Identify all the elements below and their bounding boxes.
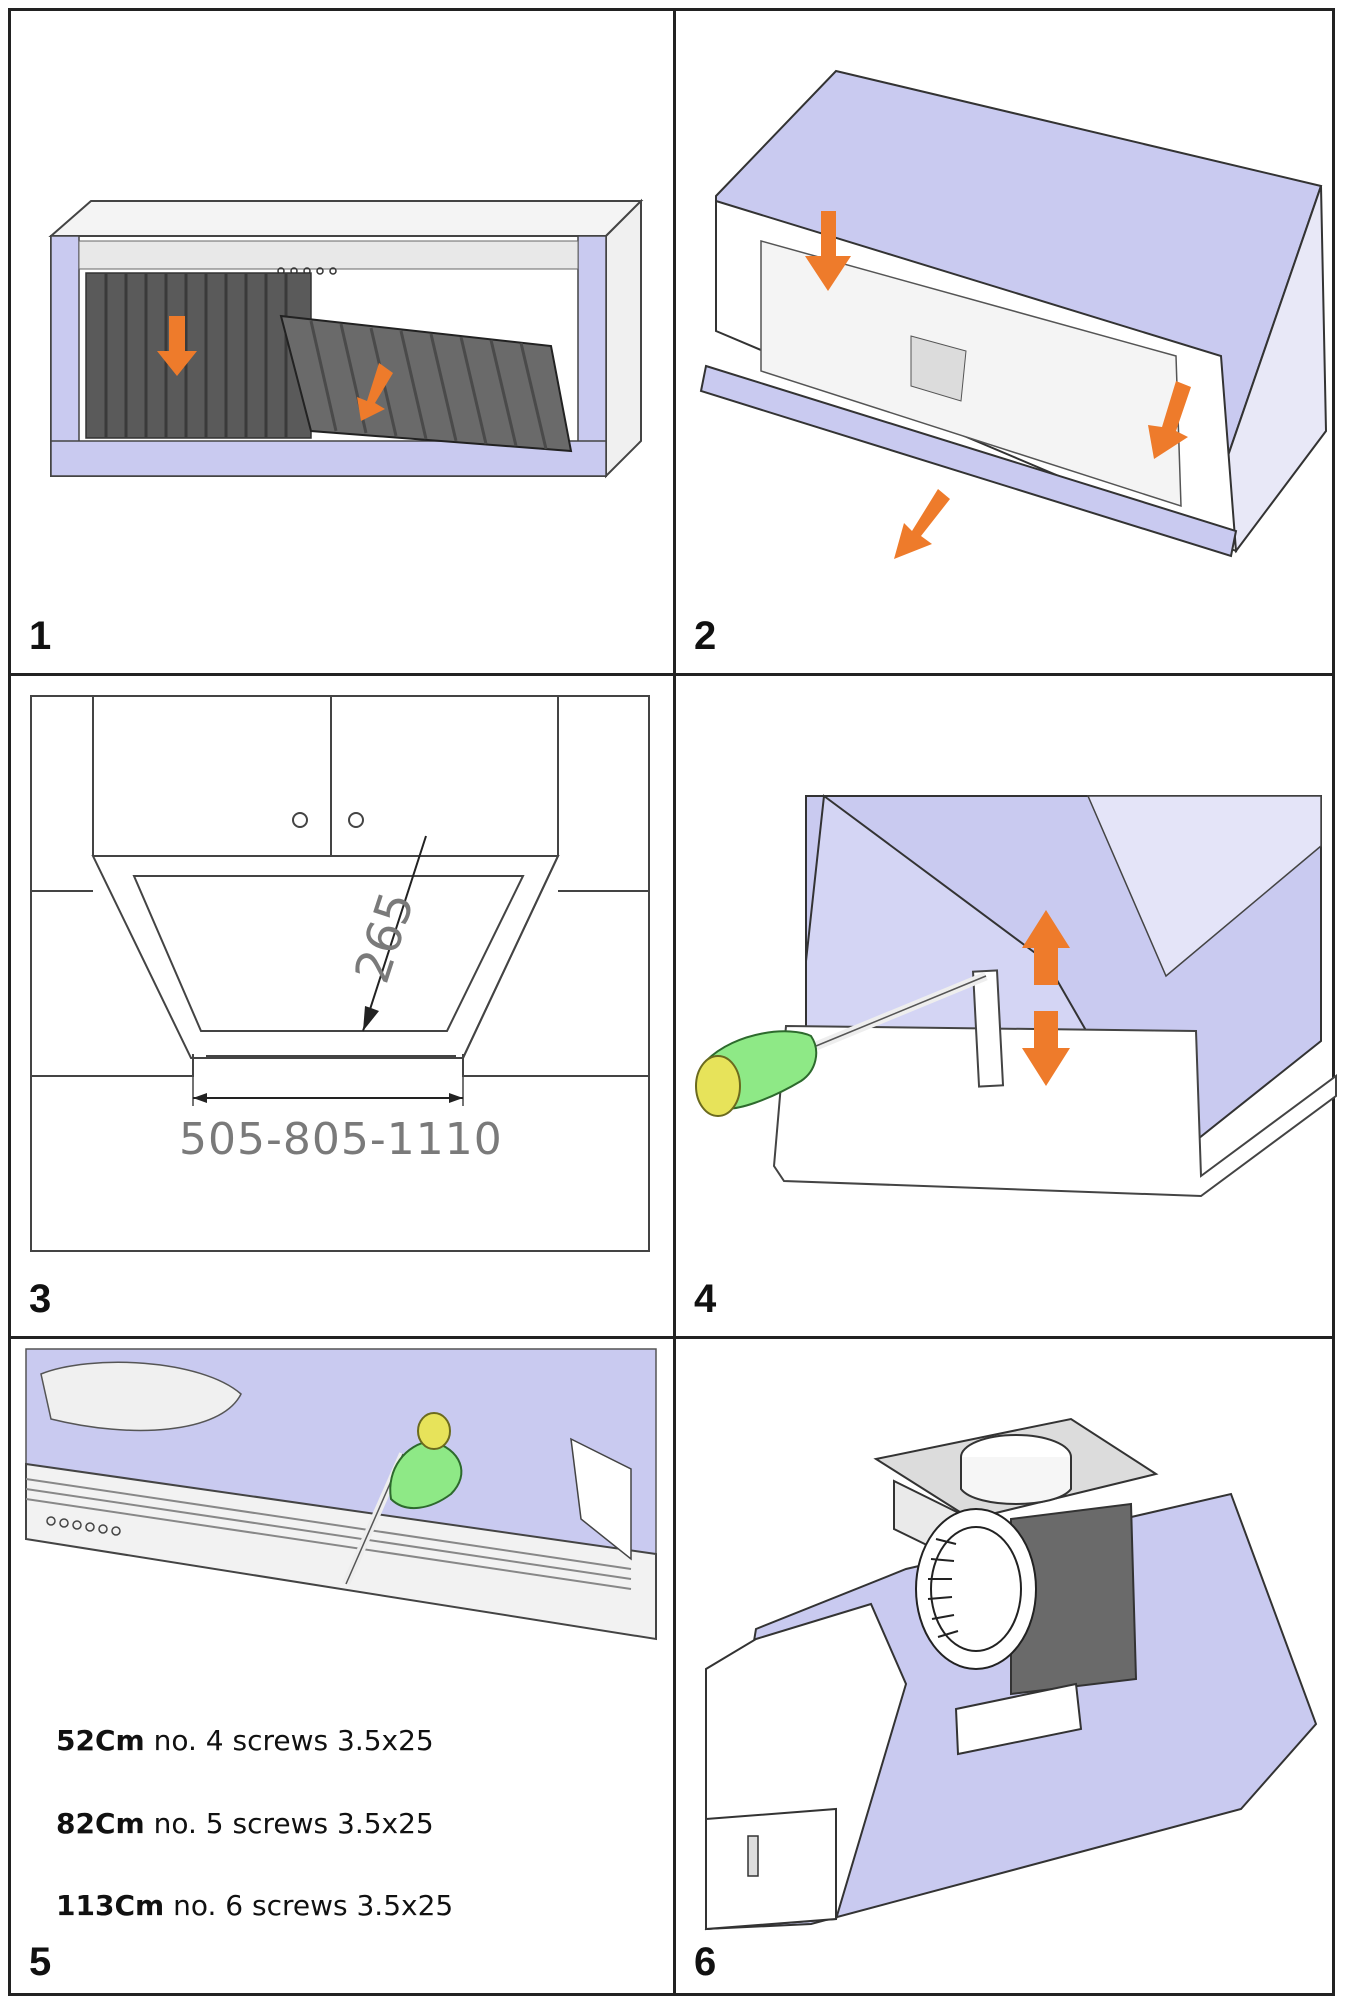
screw-spec-52: 52Cm no. 4 screws 3.5x25 [56,1724,434,1757]
arrow-down-icon [894,489,950,559]
size-label: 113Cm [56,1889,165,1922]
arrow-down-icon [357,363,393,421]
step-number: 5 [29,1940,52,1984]
arrow-down-icon [805,211,851,291]
step-6-panel: 6 [676,1339,1338,1999]
hood-front-panel-illustration [699,69,1328,559]
arrow-down-icon [157,316,197,376]
bracket-adjustment-illustration [695,794,1337,1198]
spec-text: no. 4 screws 3.5x25 [153,1724,434,1757]
step-number: 2 [694,614,717,658]
step-3-panel: 265 505-805-1110 3 [11,676,673,1336]
cutout-dimensions-diagram: 265 505-805-1110 [30,695,650,1252]
arrow-up-icon [1022,910,1070,985]
step-number: 3 [29,1277,52,1321]
step-number: 1 [29,614,52,658]
step-5-panel: 52Cm no. 4 screws 3.5x25 82Cm no. 5 scre… [11,1339,673,1999]
width-dimension: 505-805-1110 [179,1114,503,1165]
row-divider-2 [11,1336,1332,1339]
screwdriver-icon [342,1412,463,1586]
step-2-panel: 2 [676,11,1338,673]
arrow-down-icon [1148,381,1191,459]
size-label: 52Cm [56,1724,145,1757]
screw-spec-113: 113Cm no. 6 screws 3.5x25 [56,1889,453,1922]
step-number: 4 [694,1277,717,1321]
arrow-down-icon [1022,1011,1070,1086]
size-label: 82Cm [56,1807,145,1840]
step-1-panel: 1 [11,11,673,673]
step-number: 6 [694,1940,717,1984]
step-4-panel: 4 [676,676,1338,1336]
spec-text: no. 6 screws 3.5x25 [173,1889,454,1922]
row-divider-1 [11,673,1332,676]
screwdriver-icon [695,971,988,1117]
hood-filters-illustration [48,198,644,479]
motor-assembly-illustration [704,1417,1318,1931]
spec-text: no. 5 screws 3.5x25 [153,1807,434,1840]
screw-spec-82: 82Cm no. 5 screws 3.5x25 [56,1807,434,1840]
screw-fixing-illustration [25,1348,657,1641]
instruction-grid: 1 2 [8,8,1338,1999]
vertical-divider [673,11,676,1993]
